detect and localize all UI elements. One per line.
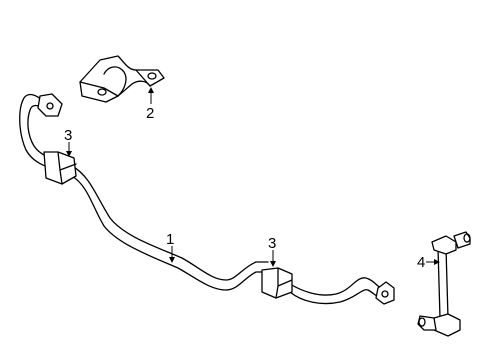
callout-3-right: 3 bbox=[268, 235, 276, 267]
stabilizer-link-upper-stud bbox=[453, 231, 471, 249]
stabilizer-bar-inner-edge bbox=[27, 104, 381, 305]
stabilizer-link-rod-left-edge bbox=[437, 247, 441, 319]
bracket-flange bbox=[79, 69, 151, 97]
callout-label-4: 4 bbox=[417, 254, 425, 271]
stabilizer-link[interactable] bbox=[417, 231, 471, 337]
callout-4: 4 bbox=[417, 254, 440, 271]
bracket-body bbox=[79, 55, 165, 103]
callout-label-3-right: 3 bbox=[268, 235, 276, 252]
callout-2: 2 bbox=[146, 87, 154, 122]
stabilizer-bar-outer-edge bbox=[19, 93, 385, 296]
bracket[interactable] bbox=[79, 55, 165, 103]
stabilizer-link-lower-nut bbox=[418, 317, 426, 327]
callout-label-3-left: 3 bbox=[64, 127, 72, 144]
bracket-bolt-hole-right bbox=[147, 72, 157, 80]
stabilizer-bar[interactable] bbox=[19, 93, 395, 305]
callout-1: 1 bbox=[166, 231, 175, 263]
callout-label-2: 2 bbox=[146, 105, 154, 122]
callout-label-1: 1 bbox=[166, 231, 174, 248]
bushing-left-edge bbox=[57, 151, 77, 185]
bushing-right-edge bbox=[275, 267, 293, 299]
stabilizer-link-upper-joint bbox=[431, 235, 457, 255]
stabilizer-bar-left-eye-hole bbox=[46, 102, 54, 110]
bracket-bolt-hole-left bbox=[97, 88, 107, 96]
stabilizer-link-lower-joint bbox=[433, 313, 461, 337]
stabilizer-bar-right-eye-hole bbox=[381, 290, 389, 298]
stabilizer-bar-left-eye bbox=[37, 93, 63, 117]
bracket-arch bbox=[103, 66, 127, 97]
stabilizer-link-upper-nut bbox=[463, 233, 471, 243]
callout-3-left: 3 bbox=[64, 127, 72, 157]
bushing-right[interactable] bbox=[261, 267, 293, 299]
bushing-left[interactable] bbox=[43, 151, 77, 185]
stabilizer-link-rod-right-edge bbox=[445, 247, 449, 319]
stabilizer-bar-right-eye bbox=[375, 281, 395, 305]
